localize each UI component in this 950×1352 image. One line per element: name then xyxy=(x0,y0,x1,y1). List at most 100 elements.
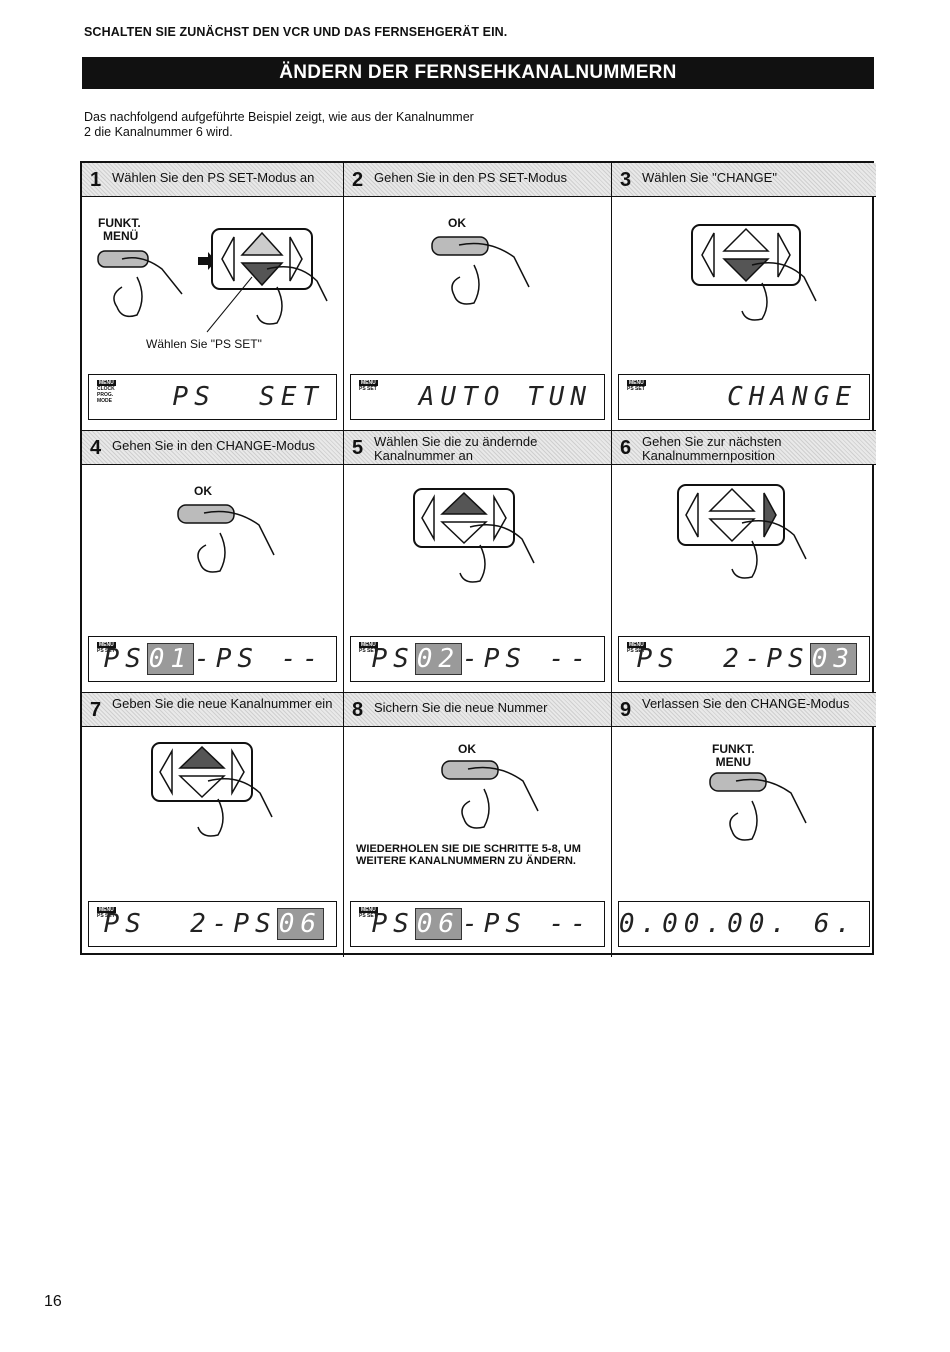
ps-set-indicator: PS SET xyxy=(97,913,115,919)
lcd-text: PS01-PS -- xyxy=(103,643,324,675)
lcd-display: MENU CLOCK PROG. MODE PS SET xyxy=(88,374,337,420)
illustration: OK WIEDERHOLEN SIE DIE SCHRITTE 5-8, UM … xyxy=(344,727,611,897)
lcd-text: 0.00.00. 6. xyxy=(618,909,857,939)
ps-set-indicator: PS SET xyxy=(627,648,645,654)
joystick-pad-icon xyxy=(413,488,515,548)
lcd-text: PS 2-PS03 xyxy=(636,643,857,675)
remote-illustration-1 xyxy=(97,228,328,333)
ok-label: OK xyxy=(448,216,466,230)
step-header: 9 Verlassen Sie den CHANGE-Modus xyxy=(612,693,876,727)
page-number: 16 xyxy=(44,1293,62,1310)
hand-icon xyxy=(741,262,817,321)
step-header: 1 Wählen Sie den PS SET-Modus an xyxy=(82,163,343,197)
illustration: OK xyxy=(344,197,611,367)
ok-button-illustration xyxy=(441,760,539,829)
hand-icon xyxy=(197,778,273,837)
step-header: 5 Wählen Sie die zu ändernde Kanalnummer… xyxy=(344,431,611,465)
illustration: OK xyxy=(82,465,343,635)
lcd-display: MENU PS SET PS 2-PS03 xyxy=(618,636,870,682)
lcd-display: MENU PS SET AUTO TUN xyxy=(350,374,605,420)
step-2: 2 Gehen Sie in den PS SET-Modus OK MENU … xyxy=(344,163,612,431)
menu-indicator: MENU xyxy=(97,642,116,648)
step-6: 6 Gehen Sie zur nächsten Kanalnummernpos… xyxy=(612,431,876,693)
hand-icon xyxy=(256,266,328,325)
funkt-label-line2: MENU xyxy=(715,755,751,769)
lcd-highlight: 01 xyxy=(146,643,195,675)
page-title: ÄNDERN DER FERNSEHKANALNUMMERN xyxy=(82,57,874,89)
step-title: Gehen Sie in den CHANGE-Modus xyxy=(112,438,316,453)
step-header: 6 Gehen Sie zur nächsten Kanalnummernpos… xyxy=(612,431,876,465)
lcd-text-prefix: PS xyxy=(371,644,415,674)
hand-icon xyxy=(197,510,275,573)
menu-indicator: MENU xyxy=(97,380,116,386)
lcd-text-prefix: PS 2-PS xyxy=(636,644,810,674)
lcd-display: MENU PS SET CHANGE xyxy=(618,374,870,420)
step-header: 3 Wählen Sie "CHANGE" xyxy=(612,163,876,197)
step-header: 8 Sichern Sie die neue Nummer xyxy=(344,693,611,727)
hand-icon xyxy=(459,524,535,583)
step-number: 7 xyxy=(90,699,102,721)
lcd-indicators: MENU PS SET xyxy=(97,907,116,919)
step-1: 1 Wählen Sie den PS SET-Modus an FUNKT. … xyxy=(82,163,344,431)
step-title: Gehen Sie in den PS SET-Modus xyxy=(374,170,567,185)
menu-indicator: MENU xyxy=(359,907,378,913)
lcd-text-prefix: PS xyxy=(103,644,147,674)
hand-icon xyxy=(729,778,807,841)
step-header: 4 Gehen Sie in den CHANGE-Modus xyxy=(82,431,343,465)
step-title: Wählen Sie "CHANGE" xyxy=(642,170,777,185)
step-number: 1 xyxy=(90,169,102,191)
lcd-indicators: MENU PS SET xyxy=(627,642,646,654)
step-number: 2 xyxy=(352,169,364,191)
clock-indicator: CLOCK xyxy=(97,386,115,392)
lcd-indicators: MENU PS SET xyxy=(359,642,378,654)
lcd-indicators: MENU PS SET xyxy=(359,380,378,392)
menu-indicator: MENU xyxy=(97,907,116,913)
hand-icon xyxy=(731,520,807,579)
ok-button-icon xyxy=(177,504,235,524)
joystick-illustration xyxy=(151,742,273,837)
lcd-highlight: 06 xyxy=(276,908,324,940)
ok-button-illustration xyxy=(177,504,275,573)
step-header: 2 Gehen Sie in den PS SET-Modus xyxy=(344,163,611,197)
lcd-text: CHANGE xyxy=(727,382,857,412)
lcd-display: MENU PS SET PS06-PS -- xyxy=(350,901,605,947)
step-9: 9 Verlassen Sie den CHANGE-Modus FUNKT. … xyxy=(612,693,876,957)
joystick-pad-icon xyxy=(151,742,253,802)
menu-indicator: MENU xyxy=(627,642,646,648)
funkt-label-line1: FUNKT. xyxy=(712,742,755,756)
ok-label: OK xyxy=(458,742,476,756)
lcd-indicators: MENU PS SET xyxy=(97,642,116,654)
step-8: 8 Sichern Sie die neue Nummer OK WIEDERH… xyxy=(344,693,612,957)
menu-button-illustration xyxy=(709,772,807,841)
step-title: Sichern Sie die neue Nummer xyxy=(374,700,548,715)
step-number: 9 xyxy=(620,699,632,721)
joystick-pad-icon xyxy=(677,484,785,546)
ok-button-illustration xyxy=(431,236,530,305)
joystick-illustration xyxy=(413,488,535,583)
ok-button-icon xyxy=(441,760,499,780)
lcd-text-suffix: -PS -- xyxy=(462,644,592,674)
ps-set-indicator: PS SET xyxy=(359,386,377,392)
step-number: 8 xyxy=(352,699,364,721)
lcd-text: PS 2-PS06 xyxy=(103,908,324,940)
lcd-display: MENU PS SET PS 2-PS06 xyxy=(88,901,337,947)
select-ps-set-caption: Wählen Sie "PS SET" xyxy=(146,337,262,351)
illustration: FUNKT. MENU xyxy=(612,727,876,897)
lcd-display: 0.00.00. 6. xyxy=(618,901,870,947)
funkt-label: FUNKT. MENU xyxy=(712,743,755,769)
step-3: 3 Wählen Sie "CHANGE" MENU PS SET CHANGE xyxy=(612,163,876,431)
steps-grid: 1 Wählen Sie den PS SET-Modus an FUNKT. … xyxy=(80,161,876,957)
ps-set-indicator: PS SET xyxy=(359,648,377,654)
lcd-indicators: MENU PS SET xyxy=(627,380,646,392)
step-number: 4 xyxy=(90,437,102,459)
intro-text: Das nachfolgend aufgeführte Beispiel zei… xyxy=(84,110,474,139)
illustration xyxy=(612,197,876,367)
illustration xyxy=(612,465,876,635)
ps-set-indicator: PS SET xyxy=(359,913,377,919)
lcd-text: PS SET xyxy=(172,382,324,412)
lcd-text-prefix: PS 2-PS xyxy=(103,909,277,939)
step-number: 3 xyxy=(620,169,632,191)
lcd-text: AUTO TUN xyxy=(418,382,592,412)
step-title: Wählen Sie die zu ändernde Kanalnummer a… xyxy=(374,434,538,463)
step-7: 7 Geben Sie die neue Kanalnummer ein MEN… xyxy=(82,693,344,957)
